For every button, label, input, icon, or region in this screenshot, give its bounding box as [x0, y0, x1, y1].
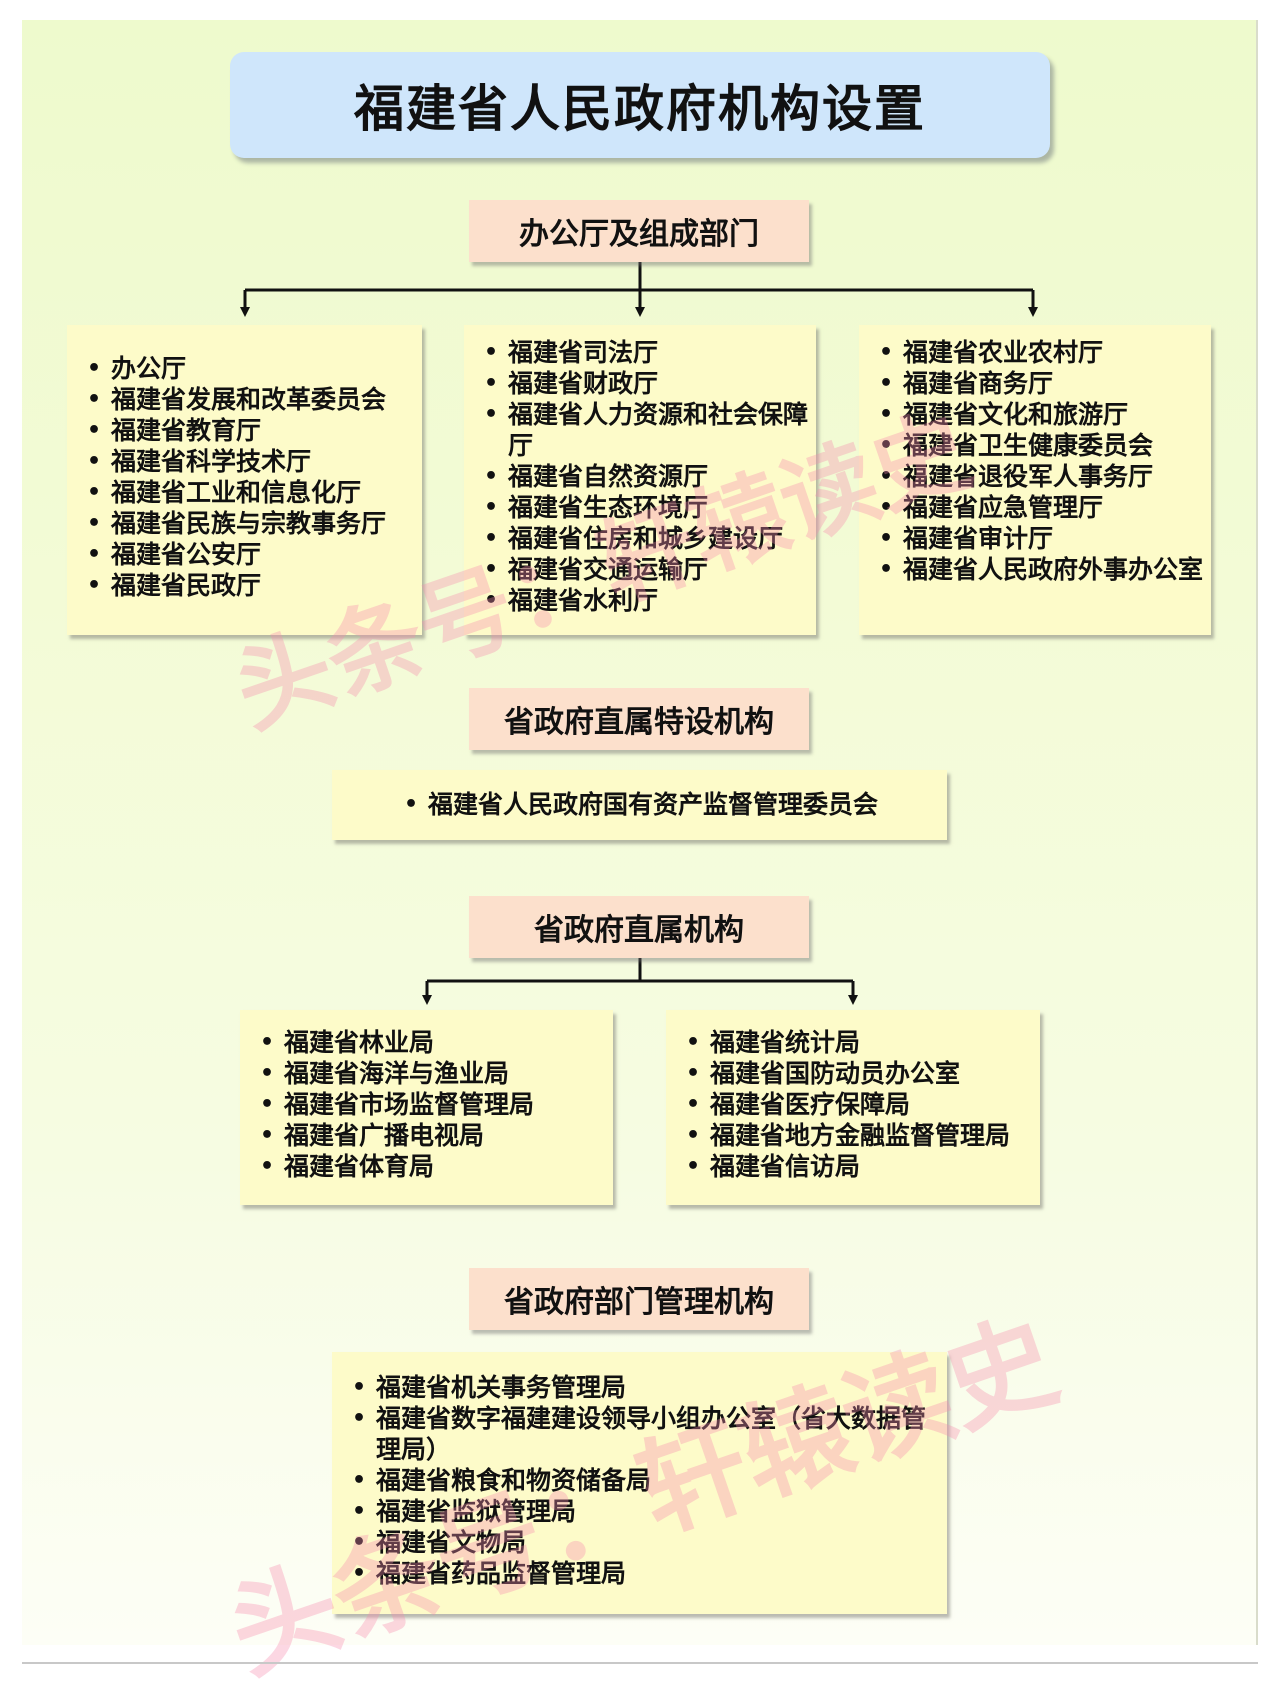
list-item: 福建省数字福建建设领导小组办公室（省大数据管理局）	[350, 1403, 941, 1465]
list-item: 福建省人民政府外事办公室	[877, 554, 1211, 585]
list-item: 福建省科学技术厅	[85, 446, 422, 477]
list-item: 福建省人民政府国有资产监督管理委员会	[402, 789, 947, 820]
list-item: 福建省统计局	[684, 1027, 1040, 1058]
list-item: 福建省生态环境厅	[482, 492, 816, 523]
list-item: 福建省民政厅	[85, 570, 422, 601]
special-institution-list: 福建省人民政府国有资产监督管理委员会	[402, 789, 947, 820]
bottom-divider	[22, 1662, 1258, 1664]
departments-box-middle: 福建省司法厅福建省财政厅福建省人力资源和社会保障厅福建省自然资源厅福建省生态环境…	[464, 325, 816, 635]
category-special-institution: 省政府直属特设机构	[469, 688, 809, 750]
list-item: 办公厅	[85, 353, 422, 384]
list-item: 福建省人力资源和社会保障厅	[482, 399, 816, 461]
direct-institutions-box-left: 福建省林业局福建省海洋与渔业局福建省市场监督管理局福建省广播电视局福建省体育局	[240, 1010, 613, 1205]
special-institution-box: 福建省人民政府国有资产监督管理委员会	[332, 770, 947, 840]
direct-institutions-box-right: 福建省统计局福建省国防动员办公室福建省医疗保障局福建省地方金融监督管理局福建省信…	[666, 1010, 1040, 1205]
list-item: 福建省机关事务管理局	[350, 1372, 941, 1403]
list-item: 福建省海洋与渔业局	[258, 1058, 613, 1089]
direct-institutions-list-left: 福建省林业局福建省海洋与渔业局福建省市场监督管理局福建省广播电视局福建省体育局	[258, 1027, 613, 1182]
list-item: 福建省发展和改革委员会	[85, 384, 422, 415]
list-item: 福建省商务厅	[877, 368, 1211, 399]
list-item: 福建省审计厅	[877, 523, 1211, 554]
list-item: 福建省监狱管理局	[350, 1496, 941, 1527]
list-item: 福建省工业和信息化厅	[85, 477, 422, 508]
departments-box-left: 办公厅福建省发展和改革委员会福建省教育厅福建省科学技术厅福建省工业和信息化厅福建…	[67, 325, 422, 635]
list-item: 福建省教育厅	[85, 415, 422, 446]
list-item: 福建省交通运输厅	[482, 554, 816, 585]
category-direct-institutions: 省政府直属机构	[469, 896, 809, 958]
list-item: 福建省水利厅	[482, 585, 816, 616]
list-item: 福建省国防动员办公室	[684, 1058, 1040, 1089]
departments-box-right: 福建省农业农村厅福建省商务厅福建省文化和旅游厅福建省卫生健康委员会福建省退役军人…	[859, 325, 1211, 635]
list-item: 福建省体育局	[258, 1151, 613, 1182]
list-item: 福建省退役军人事务厅	[877, 461, 1211, 492]
list-item: 福建省林业局	[258, 1027, 613, 1058]
list-item: 福建省民族与宗教事务厅	[85, 508, 422, 539]
list-item: 福建省粮食和物资储备局	[350, 1465, 941, 1496]
list-item: 福建省住房和城乡建设厅	[482, 523, 816, 554]
list-item: 福建省卫生健康委员会	[877, 430, 1211, 461]
page-title: 福建省人民政府机构设置	[230, 52, 1050, 158]
list-item: 福建省财政厅	[482, 368, 816, 399]
list-item: 福建省广播电视局	[258, 1120, 613, 1151]
list-item: 福建省地方金融监督管理局	[684, 1120, 1040, 1151]
list-item: 福建省药品监督管理局	[350, 1558, 941, 1589]
list-item: 福建省文化和旅游厅	[877, 399, 1211, 430]
list-item: 福建省医疗保障局	[684, 1089, 1040, 1120]
list-item: 福建省应急管理厅	[877, 492, 1211, 523]
list-item: 福建省司法厅	[482, 337, 816, 368]
direct-institutions-list-right: 福建省统计局福建省国防动员办公室福建省医疗保障局福建省地方金融监督管理局福建省信…	[684, 1027, 1040, 1182]
list-item: 福建省农业农村厅	[877, 337, 1211, 368]
list-item: 福建省信访局	[684, 1151, 1040, 1182]
departments-list-left: 办公厅福建省发展和改革委员会福建省教育厅福建省科学技术厅福建省工业和信息化厅福建…	[85, 353, 422, 601]
list-item: 福建省自然资源厅	[482, 461, 816, 492]
departments-list-middle: 福建省司法厅福建省财政厅福建省人力资源和社会保障厅福建省自然资源厅福建省生态环境…	[482, 337, 816, 616]
category-managed-institutions: 省政府部门管理机构	[469, 1268, 809, 1330]
list-item: 福建省公安厅	[85, 539, 422, 570]
list-item: 福建省文物局	[350, 1527, 941, 1558]
category-office-and-departments: 办公厅及组成部门	[469, 200, 809, 262]
list-item: 福建省市场监督管理局	[258, 1089, 613, 1120]
departments-list-right: 福建省农业农村厅福建省商务厅福建省文化和旅游厅福建省卫生健康委员会福建省退役军人…	[877, 337, 1211, 585]
managed-institutions-list: 福建省机关事务管理局福建省数字福建建设领导小组办公室（省大数据管理局）福建省粮食…	[350, 1372, 941, 1589]
managed-institutions-box: 福建省机关事务管理局福建省数字福建建设领导小组办公室（省大数据管理局）福建省粮食…	[332, 1352, 947, 1614]
